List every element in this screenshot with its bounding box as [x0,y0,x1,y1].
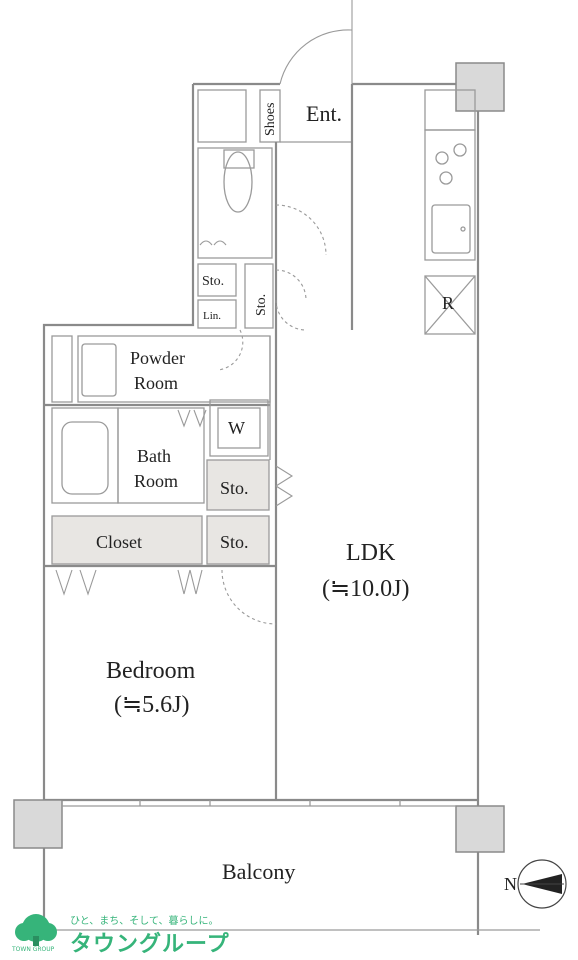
closet-door-marks [55,569,203,596]
storage-middle-door [275,465,294,507]
linen-label: Lin. [203,310,221,322]
storage-upper-left-label: Sto. [202,274,224,289]
brand-logo: TOWN GROUP ひと、まち、そして、暮らしに。 タウングループ [6,908,246,958]
refrigerator-label: R [442,293,454,313]
balcony-windows [62,800,456,807]
storage-lower-shape [206,515,270,565]
pillar-balcony-left [13,799,63,849]
powder-room-label-line2: Room [134,373,178,393]
upper-core [197,0,354,331]
bath-room-label-line1: Bath [137,446,171,466]
storage-upper-vertical-label: Sto. [254,294,269,316]
brand-name: タウングループ [70,932,230,957]
compass-icon [517,859,567,909]
bedroom-label: Bedroom [106,658,196,684]
bedroom-size-label: (≒5.6J) [114,692,189,718]
brand-small-label: TOWN GROUP [12,946,55,953]
washer-label: W [228,418,245,438]
brand-slogan: ひと、まち、そして、暮らしに。 [70,916,219,927]
closet-shape [51,515,203,565]
wet-area [44,329,271,504]
kitchen [424,89,476,335]
pillar-top-right [455,62,505,112]
entrance-label: Ent. [306,101,342,126]
storage-lower-label: Sto. [220,532,249,552]
bath-room-label-line2: Room [134,471,178,491]
balcony-label: Balcony [222,859,295,884]
pillar-balcony-right [455,805,505,853]
shoes-label: Shoes [263,103,278,136]
storage-middle-shape [206,459,270,511]
storage-middle-label: Sto. [220,478,249,498]
ldk-size-label: (≒10.0J) [322,576,409,602]
powder-room-label-line1: Powder [130,348,185,368]
tree-logo-icon [15,914,57,946]
ldk-label: LDK [346,540,396,566]
closet-label: Closet [96,532,142,552]
compass-north-label: N [504,874,517,894]
bedroom-door [221,569,277,625]
